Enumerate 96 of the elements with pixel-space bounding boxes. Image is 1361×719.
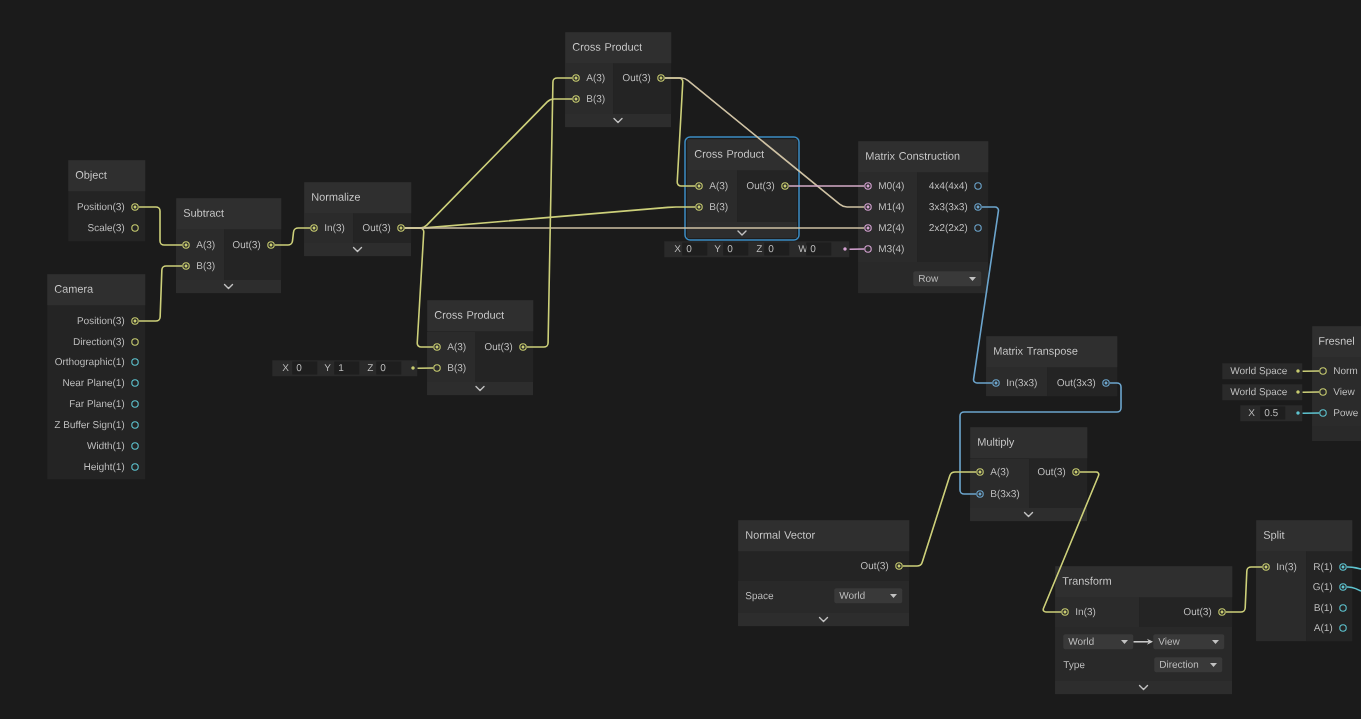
- field-label: Space: [745, 592, 774, 602]
- connector-line: [138, 206, 183, 246]
- connector-line: [664, 77, 865, 208]
- node-title: Multiply: [970, 427, 1088, 459]
- connector-line: [526, 77, 573, 348]
- port: 2x2(2x2): [929, 223, 968, 234]
- field-label: X: [282, 364, 289, 372]
- field-label: Y: [714, 245, 721, 253]
- node-title: Transform: [1055, 566, 1233, 598]
- connector-line: [959, 382, 1122, 495]
- node-title: Object: [68, 160, 146, 192]
- connector-line: [788, 185, 865, 187]
- port: A(3): [196, 240, 215, 251]
- dropdown: View: [1153, 634, 1225, 650]
- port: M0(4): [879, 181, 904, 192]
- port: View: [1333, 387, 1355, 396]
- port: Position(3): [77, 202, 125, 213]
- port: Far Plane(1): [70, 399, 125, 410]
- port: B(1): [1314, 603, 1333, 614]
- field-label: Y: [324, 364, 331, 372]
- port: A(3): [990, 467, 1009, 478]
- connector-line: [1301, 412, 1320, 415]
- port: Powe: [1334, 409, 1358, 417]
- connector-line: [902, 471, 977, 567]
- node-title: Fresnel: [1312, 326, 1361, 358]
- port: Out(3x3): [1057, 378, 1096, 389]
- dropdown: Row: [913, 271, 982, 287]
- port: Norm: [1334, 367, 1358, 375]
- connector-line: [1042, 471, 1100, 613]
- port: Out(3): [362, 223, 391, 234]
- port: Out(3): [622, 73, 651, 84]
- dropdown: Direction: [1154, 657, 1223, 673]
- port: Out(3): [746, 181, 775, 192]
- connector-line: [1346, 566, 1361, 570]
- port: 3x3(3x3): [929, 202, 968, 213]
- field-label: Z: [367, 364, 374, 372]
- node-title: Cross Product: [687, 139, 798, 171]
- port: Z Buffer Sign(1): [54, 420, 125, 431]
- port: M1(4): [879, 202, 904, 213]
- node-title: Cross Product: [427, 300, 534, 332]
- port: In(3): [1076, 607, 1096, 618]
- port: Near Plane(1): [63, 378, 125, 389]
- dropdown: World: [834, 588, 903, 604]
- node-title: Matrix Transpose: [986, 336, 1118, 368]
- port: Position(3): [77, 316, 125, 327]
- connector-line: [1301, 370, 1320, 373]
- node-title: Normal Vector: [738, 520, 910, 552]
- connector-line: [138, 265, 183, 322]
- port: In(3): [1277, 562, 1297, 573]
- port: R(1): [1314, 562, 1333, 573]
- port: B(3): [587, 94, 605, 105]
- port: Out(3): [1037, 467, 1066, 478]
- node-title: Split: [1256, 520, 1353, 552]
- connector-line: [1301, 391, 1320, 394]
- port: M3(4): [879, 244, 904, 255]
- port: B(3): [197, 261, 215, 272]
- field-label: Type: [1063, 661, 1085, 671]
- port: B(3x3): [991, 489, 1020, 500]
- port: In(3x3): [1007, 378, 1037, 389]
- field-label: World Space: [1230, 387, 1287, 398]
- field-label: Z: [756, 245, 763, 253]
- node-title: Cross Product: [565, 32, 672, 64]
- dropdown: World: [1063, 634, 1134, 650]
- port: Out(3): [860, 561, 889, 572]
- port: A(1): [1313, 623, 1333, 634]
- node-title: Subtract: [176, 198, 282, 230]
- port: G(1): [1313, 582, 1333, 593]
- connector-line: [848, 248, 865, 251]
- field-label: X: [1248, 409, 1255, 417]
- port: A(3): [586, 73, 605, 84]
- port: B(3): [448, 363, 466, 374]
- connector-line: [274, 227, 311, 246]
- node-title: Matrix Construction: [858, 141, 989, 173]
- port: Orthographic(1): [55, 357, 125, 368]
- port: A(3): [447, 342, 466, 353]
- field-label: World Space: [1230, 366, 1287, 377]
- connector-line: [416, 367, 434, 370]
- field-label: X: [674, 245, 681, 253]
- port: Direction(3): [73, 337, 125, 348]
- port: A(3): [709, 181, 728, 192]
- port: Height(1): [84, 462, 125, 473]
- port: Width(1): [87, 441, 125, 452]
- port: B(3): [710, 202, 728, 213]
- arrow: [1132, 638, 1153, 645]
- port: M2(4): [879, 223, 904, 234]
- port: Scale(3): [87, 223, 125, 234]
- field-label: W: [798, 245, 808, 253]
- connector-line: [1346, 586, 1361, 592]
- port: Out(3): [1183, 607, 1212, 618]
- node-title: Camera: [47, 274, 146, 306]
- port: 4x4(4x4): [929, 181, 968, 192]
- port: Out(3): [484, 342, 513, 353]
- connector-line: [404, 227, 865, 229]
- node-title: Normalize: [304, 182, 412, 214]
- port: In(3): [325, 223, 345, 234]
- port: Out(3): [232, 240, 261, 251]
